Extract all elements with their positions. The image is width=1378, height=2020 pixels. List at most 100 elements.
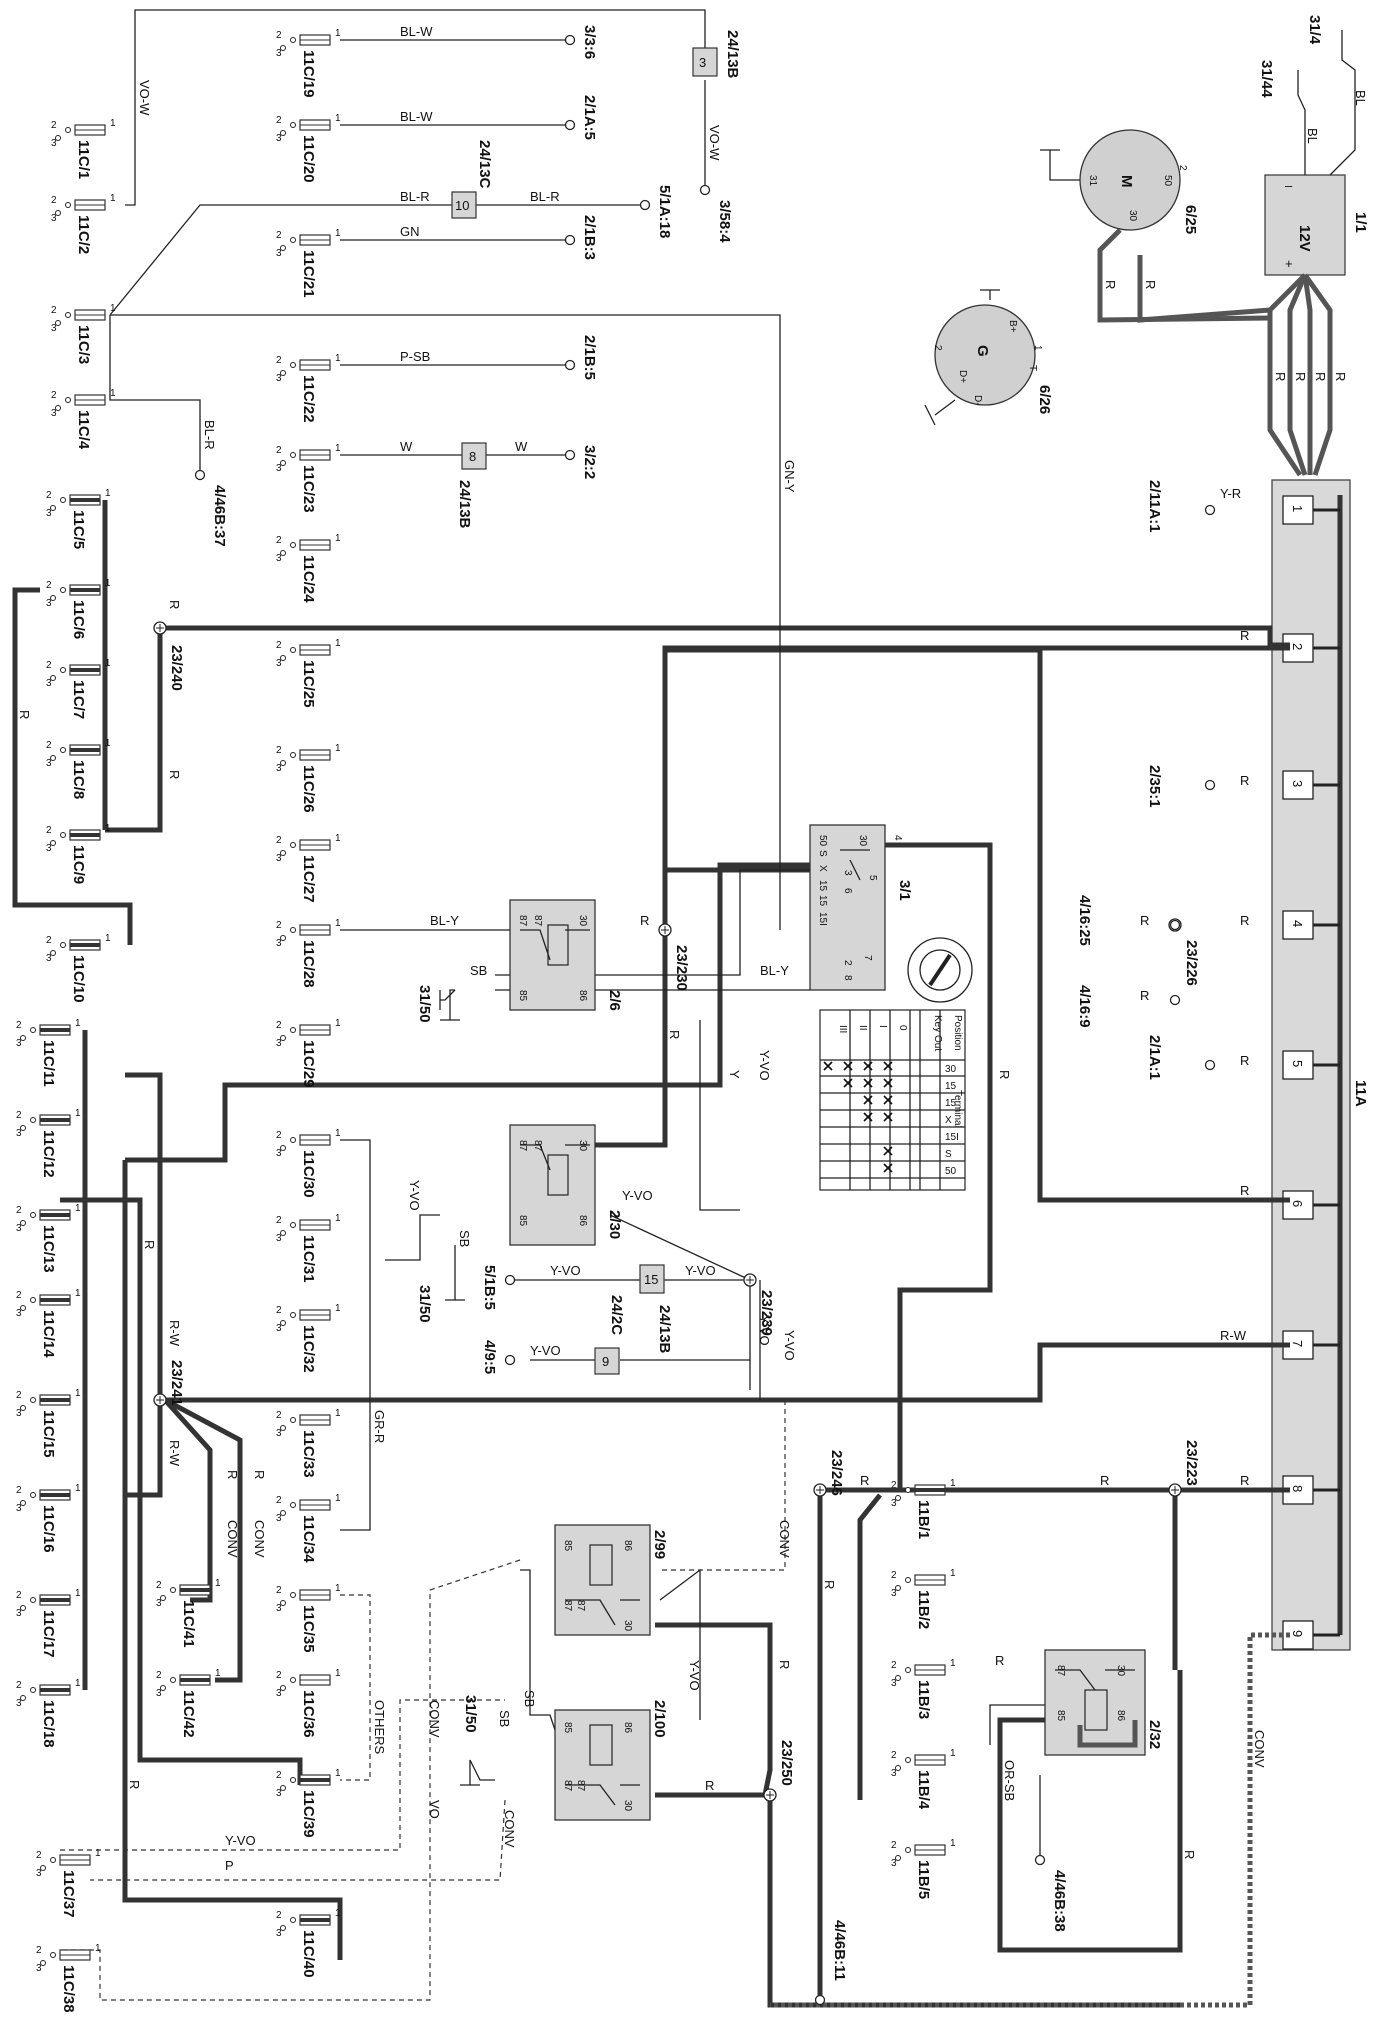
svg-text:11B/3: 11B/3 [915,1680,932,1719]
svg-text:2: 2 [276,115,282,126]
svg-text:3: 3 [16,1503,22,1514]
terminal-4-16-9: 4/16:9 [1076,985,1181,1028]
svg-text:85: 85 [517,990,528,1002]
svg-text:87: 87 [517,915,528,927]
svg-text:86: 86 [577,990,588,1002]
svg-text:11C/15: 11C/15 [40,1410,57,1458]
svg-text:1: 1 [95,1943,101,1954]
alternator: G B+ D+ D- 1 2 T 6/26 [924,289,1053,426]
alternator-id: 6/26 [1036,385,1053,414]
svg-text:2: 2 [276,355,282,366]
svg-text:CONV: CONV [1252,1730,1267,1768]
svg-text:2: 2 [276,1670,282,1681]
svg-text:2: 2 [46,660,52,671]
svg-text:24/2C: 24/2C [608,1295,625,1335]
svg-text:1: 1 [105,658,111,669]
svg-text:SB: SB [522,1690,537,1707]
svg-text:3: 3 [276,763,282,774]
svg-text:3: 3 [46,953,52,964]
svg-text:R: R [822,1580,837,1589]
svg-text:11C/14: 11C/14 [40,1310,57,1358]
svg-text:2/1B:5: 2/1B:5 [581,335,598,380]
svg-text:1: 1 [950,1838,956,1849]
svg-text:86: 86 [577,1215,588,1227]
svg-text:3: 3 [46,598,52,609]
ign-term-4: 15I [945,1132,959,1143]
alt-t: T [1027,365,1038,371]
svg-text:11C/11: 11C/11 [40,1040,57,1087]
dashed-wires [60,1400,786,2001]
relay-2-30: 2/30 30 87 87 85 86 [509,1124,623,1246]
svg-text:1: 1 [335,1908,341,1919]
svg-text:85: 85 [1055,1710,1066,1722]
ign-pin-2: X [817,865,828,872]
svg-text:3: 3 [276,1233,282,1244]
svg-text:VO-W: VO-W [707,125,722,161]
svg-text:1: 1 [105,933,111,944]
svg-text:1: 1 [950,1748,956,1759]
svg-text:1: 1 [95,1848,101,1859]
svg-text:2: 2 [276,230,282,241]
ign-mark [883,1163,893,1173]
battery-wire-bl-2: BL [1305,128,1320,144]
relay-2-99: 2/99 86 85 87 87 30 [554,1524,668,1636]
svg-text:3/2:2: 3/2:2 [581,445,598,479]
svg-text:11C/12: 11C/12 [40,1130,57,1178]
alt-2: 2 [932,345,943,351]
svg-text:11C/18: 11C/18 [40,1700,57,1748]
svg-text:BL-W: BL-W [400,24,433,39]
svg-text:11C/3: 11C/3 [75,325,92,364]
ign-term-5: S [945,1149,952,1160]
svg-text:Y-VO: Y-VO [530,1343,561,1358]
svg-text:1: 1 [75,1388,81,1399]
svg-text:3: 3 [699,55,706,70]
terminal-3-58-4: 3/58:4 [699,184,733,243]
svg-text:3: 3 [276,373,282,384]
joint-23-239: 23/239 [743,1273,775,1336]
svg-text:11C/17: 11C/17 [40,1610,57,1658]
svg-text:1: 1 [335,1583,341,1594]
svg-text:3: 3 [276,1788,282,1799]
svg-text:11C/42: 11C/42 [180,1690,197,1738]
starter-id: 6/25 [1182,205,1199,234]
svg-text:23/230: 23/230 [673,945,690,991]
svg-text:R: R [1140,988,1149,1003]
bus-pin-2: 2 [1282,633,1340,663]
svg-text:1: 1 [950,1568,956,1579]
svg-text:1: 1 [75,1588,81,1599]
svg-text:85: 85 [562,1540,573,1552]
svg-text:3: 3 [51,323,57,334]
svg-text:31/50: 31/50 [416,1285,433,1323]
terminal-4-16-25: 4/16:25 [1076,895,1181,946]
svg-text:2: 2 [16,1590,22,1601]
ign-term-6: 50 [945,1166,957,1177]
wire-r-alt: R [1103,280,1118,289]
svg-text:11C/36: 11C/36 [300,1690,317,1738]
svg-text:31/50: 31/50 [416,985,433,1023]
svg-text:1: 1 [215,1668,221,1679]
svg-text:3: 3 [46,508,52,519]
svg-text:86: 86 [622,1540,633,1552]
svg-text:1: 1 [215,1578,221,1589]
svg-text:2/99: 2/99 [651,1530,668,1559]
terminal-4-9-5: 4/9:5 [481,1340,516,1374]
svg-text:1: 1 [75,1018,81,1029]
